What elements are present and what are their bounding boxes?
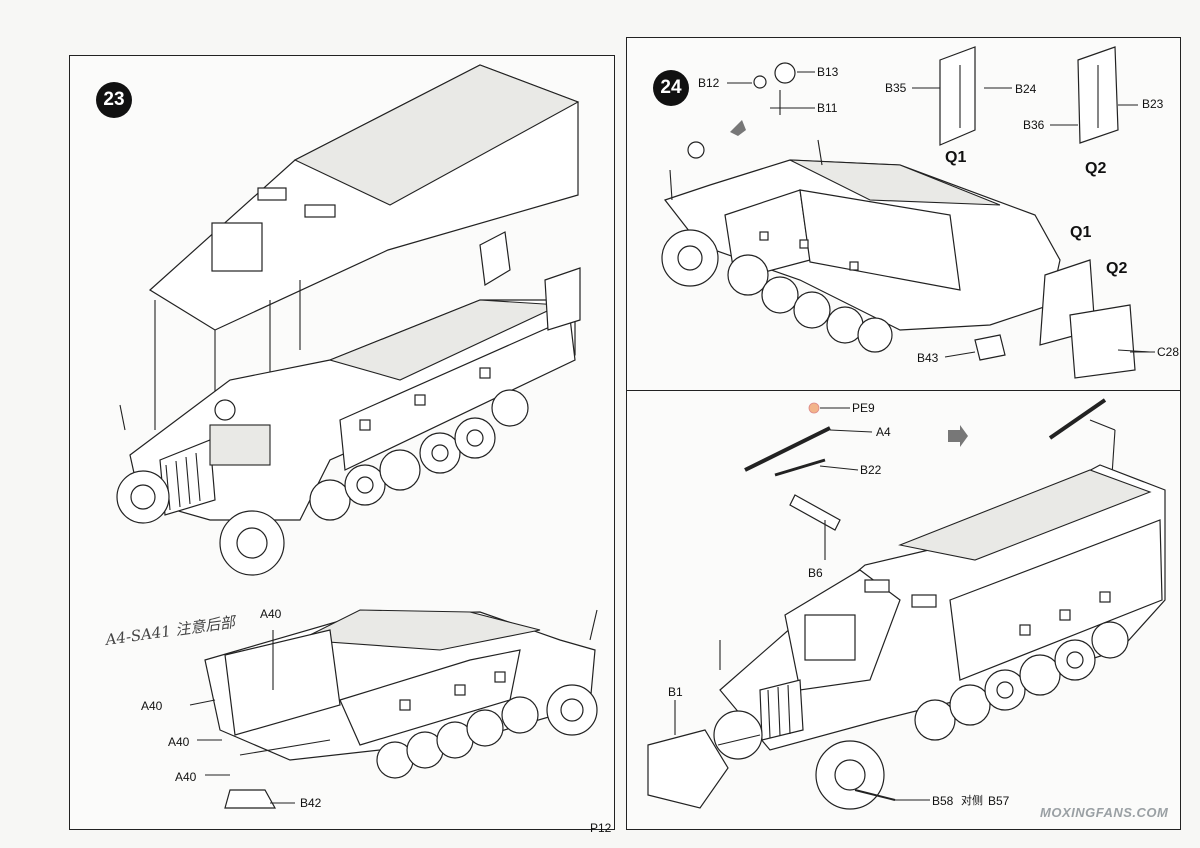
part-label-b36: B36 xyxy=(1023,118,1045,132)
part-label-b11: B11 xyxy=(817,101,838,115)
step-24-badge: 24 xyxy=(653,70,689,106)
part-label-a40-3: A40 xyxy=(175,770,197,784)
part-label-a4: A4 xyxy=(876,425,891,439)
part-label-b13: B13 xyxy=(817,65,839,79)
part-label-b43: B43 xyxy=(917,351,939,365)
part-label-b42: B42 xyxy=(300,796,322,810)
part-label-b24: B24 xyxy=(1015,82,1037,96)
step-24-vehicle-illustration xyxy=(661,46,1151,379)
part-label-c28: C28 xyxy=(1157,345,1180,359)
part-label-b58: B58 xyxy=(932,794,954,808)
page-number: P12 xyxy=(590,821,612,835)
part-label-b35: B35 xyxy=(885,81,907,95)
step-23-badge: 23 xyxy=(96,82,132,118)
part-label-a40-1: A40 xyxy=(141,699,163,713)
assembly-label-q1-ref: Q1 xyxy=(1070,224,1092,241)
step-23-vehicle-illustration xyxy=(116,64,581,576)
part-label-b22: B22 xyxy=(860,463,882,477)
opposite-side-note: 对侧 xyxy=(961,795,983,807)
assembly-label-q1: Q1 xyxy=(945,149,967,166)
leader-lines xyxy=(727,71,1155,471)
part-label-b12: B12 xyxy=(698,76,720,90)
part-label-b1: B1 xyxy=(668,685,683,699)
watermark: MOXINGFANS.COM xyxy=(1040,805,1169,820)
part-label-b6: B6 xyxy=(808,566,823,580)
part-label-b23: B23 xyxy=(1142,97,1164,111)
part-label-b57: B57 xyxy=(988,794,1010,808)
part-label-a40-2: A40 xyxy=(168,735,190,749)
assembly-label-q2: Q2 xyxy=(1085,160,1107,177)
part-label-a40-top: A40 xyxy=(260,607,282,621)
part-label-pe9: PE9 xyxy=(852,401,875,415)
step-24-mg-mount-illustration xyxy=(647,398,1166,810)
panel-divider xyxy=(626,390,1180,391)
step-23-rear-view-illustration xyxy=(189,609,598,809)
assembly-label-q2-ref: Q2 xyxy=(1106,260,1128,277)
